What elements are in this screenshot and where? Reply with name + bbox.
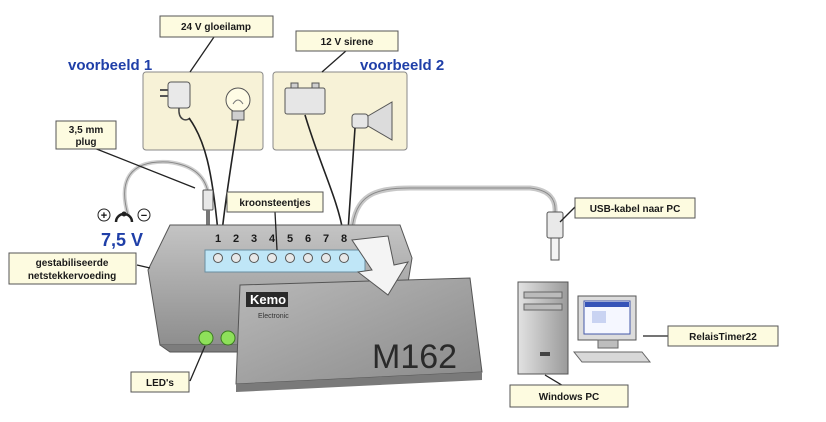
voltage-label: 7,5 V [101, 230, 143, 250]
pc-label: Windows PC [539, 392, 599, 403]
plug-label-line1: 3,5 mm [69, 125, 104, 136]
m162-lid [235, 277, 483, 392]
terminal-number: 2 [233, 233, 239, 245]
usb-label: USB-kabel naar PC [590, 204, 681, 215]
terminal-screw [339, 253, 349, 263]
example-wires [188, 114, 356, 233]
terminal-screw [231, 253, 241, 263]
software-label: RelaisTimer22 [689, 332, 757, 343]
terminal-screw [321, 253, 331, 263]
terminal-screws [213, 253, 349, 263]
example-1-panel [142, 71, 264, 151]
plug-cable [122, 159, 214, 228]
terminal-number: 6 [305, 233, 311, 245]
example-1-label: voorbeeld 1 [68, 57, 152, 74]
terminal-number: 1 [215, 233, 221, 245]
model-name: M162 [372, 338, 457, 376]
psu-label-line2: netstekkervoeding [28, 271, 116, 282]
terminals-label-box [226, 191, 324, 213]
battery-icon [284, 82, 326, 115]
terminal-screw [249, 253, 259, 263]
terminal-number: 5 [287, 233, 293, 245]
siren-icon [351, 101, 393, 141]
pc-label-box [509, 384, 629, 408]
brand-logo: Kemo [250, 292, 286, 307]
usb-cable [349, 185, 564, 261]
terminal-screw [303, 253, 313, 263]
lamp-label-box [159, 15, 274, 38]
lamp-label: 24 V gloeilamp [181, 22, 251, 33]
siren-label: 12 V sirene [321, 37, 374, 48]
windows-pc [517, 281, 652, 375]
leader-lines [93, 36, 668, 391]
insert-arrow-icon [351, 235, 410, 296]
siren-label-box [295, 30, 399, 52]
terminal-number: 3 [251, 233, 257, 245]
led-indicators [198, 330, 236, 346]
brand-subtitle: Electronic [258, 313, 289, 320]
plus-sign: + [101, 210, 107, 222]
polarity-symbol [97, 208, 151, 223]
minus-sign: − [141, 210, 147, 222]
psu-label-line1: gestabiliseerde [36, 258, 109, 269]
terminal-screw [213, 253, 223, 263]
light-bulb-icon [225, 87, 251, 121]
usb-label-box [574, 197, 696, 219]
terminals-label: kroonsteentjes [239, 198, 311, 209]
leds-label: LED's [146, 378, 174, 389]
terminal-number: 7 [323, 233, 329, 245]
terminal-screw [267, 253, 277, 263]
software-label-box [667, 325, 779, 347]
plug-label-line2: plug [75, 137, 96, 148]
example-2-label: voorbeeld 2 [360, 57, 444, 74]
terminal-screw [285, 253, 295, 263]
psu-label-box [8, 252, 137, 285]
plug-label-box [55, 120, 117, 150]
terminal-number: 4 [269, 233, 276, 245]
leds-label-box [130, 371, 190, 393]
terminal-number: 8 [341, 233, 347, 245]
